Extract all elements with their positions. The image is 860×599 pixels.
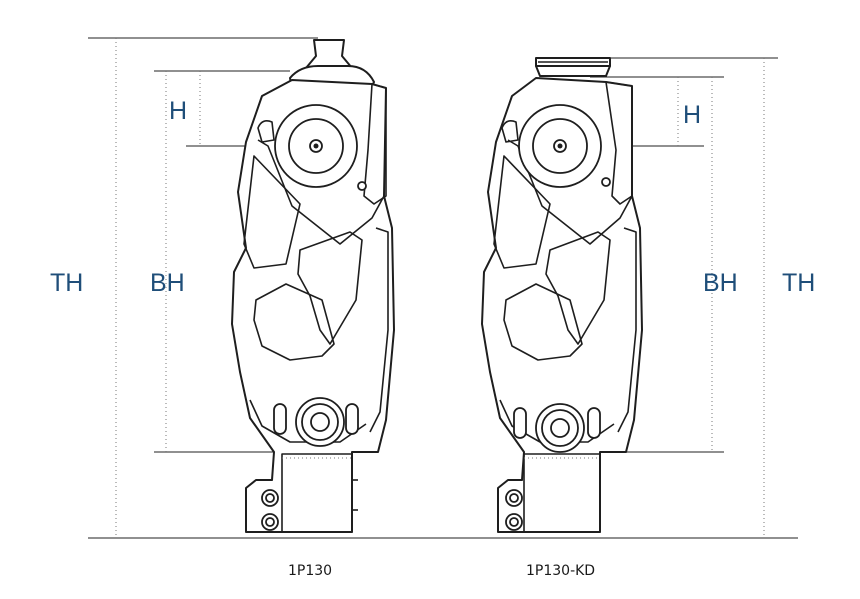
- label-bh-left: BH: [150, 269, 185, 297]
- label-bh-right: BH: [703, 269, 738, 297]
- label-th-right: TH: [782, 269, 816, 297]
- cover-panel-right: [545, 231, 611, 345]
- knee-1p130-kd: [481, 57, 778, 538]
- screw-left: [357, 181, 367, 191]
- pylon-block-left: [281, 453, 353, 533]
- pyramid-adapter-left: [305, 39, 353, 69]
- label-th-left: TH: [50, 269, 84, 297]
- label-h-left: H: [169, 97, 188, 125]
- label-h-right: H: [683, 101, 702, 129]
- pylon-block-right: [523, 453, 601, 533]
- model-label-1p130: 1P130: [288, 563, 333, 579]
- model-label-1p130-kd: 1P130-KD: [526, 563, 596, 579]
- screw-right: [601, 177, 611, 187]
- knee-1p130: [88, 37, 395, 538]
- cover-panel-left: [297, 231, 363, 345]
